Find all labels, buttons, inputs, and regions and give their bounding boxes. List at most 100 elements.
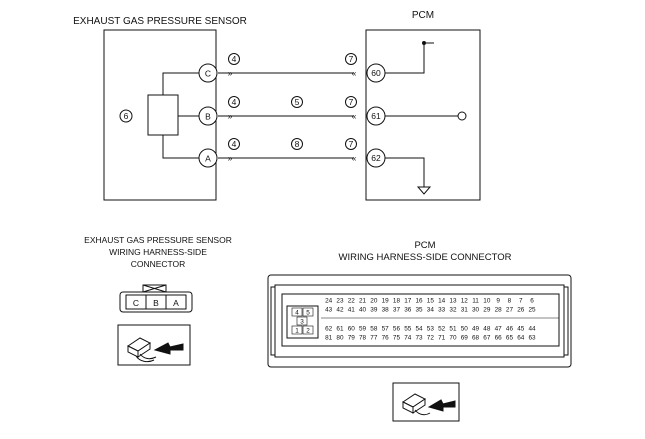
pcm-connector-pin: 51 [449, 326, 457, 333]
pcm-connector-pin: 29 [483, 307, 491, 314]
pcm-connector-pin: 43 [325, 307, 333, 314]
pcm-connector-pin: 21 [359, 298, 367, 305]
pcm-connector-pin: 46 [506, 326, 514, 333]
pcm-connector-pin: 69 [461, 335, 469, 342]
sensor-connector-caption-line-1: EXHAUST GAS PRESSURE SENSOR [84, 235, 232, 245]
pcm-connector-pin: 63 [528, 335, 536, 342]
pcm-connector-pin: 80 [336, 335, 344, 342]
pcm-connector-pin: 9 [496, 298, 500, 305]
sensor-ref-number: 6 [124, 111, 129, 121]
sensor-connector-pin: B [153, 298, 159, 308]
pcm-connector-pin: 30 [472, 307, 480, 314]
pcm-small-block-pin: 5 [306, 310, 310, 317]
pcm-connector-face [267, 274, 572, 368]
sensor-connector-pin: C [133, 298, 139, 308]
sensor-connector-caption-line-3: CONNECTOR [131, 259, 186, 269]
sensor-connector-caption-line-2: WIRING HARNESS-SIDE [109, 247, 207, 257]
pcm-connector-pin: 12 [461, 298, 469, 305]
pcm-connector-pin: 26 [517, 307, 525, 314]
harness-view-icon-pcm [392, 382, 460, 422]
pcm-connector-pin: 27 [506, 307, 514, 314]
pcm-connector-pin: 67 [483, 335, 491, 342]
sensor-ref-number: 4 [232, 139, 237, 149]
pcm-connector-pin: 72 [427, 335, 435, 342]
pcm-connector-pin: 47 [495, 326, 503, 333]
sensor-connector-pin: A [173, 298, 179, 308]
sensor-ref-circle [228, 96, 240, 108]
pcm-connector-pin: 44 [528, 326, 536, 333]
pcm-connector-pin: 58 [370, 326, 378, 333]
pcm-connector-pin: 35 [415, 307, 423, 314]
pcm-connector-pin: 20 [370, 298, 378, 305]
pcm-connector-pin: 23 [336, 298, 344, 305]
sensor-internal-wiring [162, 72, 200, 159]
pcm-terminal [366, 63, 386, 83]
pcm-connector-pin: 31 [461, 307, 469, 314]
pcm-small-block-cell [302, 325, 314, 335]
pcm-connector-pin: 38 [382, 307, 390, 314]
pcm-small-block-cell [291, 325, 303, 335]
pcm-connector-pin: 15 [427, 298, 435, 305]
pcm-connector-pin: 54 [415, 326, 423, 333]
wire-ref-number: 5 [295, 97, 300, 107]
pcm-small-block-pin: 1 [295, 328, 299, 335]
sensor-terminal-label: C [205, 69, 211, 79]
pcm-terminal [366, 106, 386, 126]
pcm-connector-pin: 41 [348, 307, 356, 314]
pcm-connector-pin: 32 [449, 307, 457, 314]
sensor-terminal [198, 106, 218, 126]
pcm-connector-pin: 77 [370, 335, 378, 342]
pcm-internal-wiring [385, 41, 467, 195]
pcm-connector-mark: « [352, 68, 357, 78]
pcm-connector-pin: 78 [359, 335, 367, 342]
pcm-connector-pin: 68 [472, 335, 480, 342]
pcm-terminal-label: 60 [371, 68, 381, 78]
pcm-connector-pin: 39 [370, 307, 378, 314]
pcm-connector-pin: 13 [449, 298, 457, 305]
pcm-small-block-cell [302, 307, 314, 317]
pcm-connector-pin: 79 [348, 335, 356, 342]
pcm-small-block-cell [291, 307, 303, 317]
pcm-connector-pin: 7 [519, 298, 523, 305]
pcm-connector-pin: 53 [427, 326, 435, 333]
pcm-connector-pin: 14 [438, 298, 446, 305]
sensor-terminal-label: A [205, 154, 211, 164]
pcm-connector-pin: 62 [325, 326, 333, 333]
sensor-ref-circle [119, 109, 133, 123]
pcm-connector-pin: 73 [415, 335, 423, 342]
pcm-small-block-cell [296, 316, 308, 326]
pcm-connector-pin: 49 [472, 326, 480, 333]
pcm-connector-mark: « [352, 111, 357, 121]
pcm-connector-pin: 61 [336, 326, 344, 333]
sensor-ref-number: 4 [232, 97, 237, 107]
wire-ref-circle [291, 96, 303, 108]
pcm-terminal [366, 148, 386, 168]
pcm-connector-pin: 19 [382, 298, 390, 305]
pcm-connector-pin: 48 [483, 326, 491, 333]
pcm-ref-circle [345, 96, 357, 108]
sensor-terminal [198, 148, 218, 168]
pcm-small-block-pin: 4 [295, 310, 299, 317]
pcm-connector-pin: 45 [517, 326, 525, 333]
pcm-connector-pin: 81 [325, 335, 333, 342]
sensor-terminal-label: B [205, 112, 211, 122]
pcm-connector-pin: 59 [359, 326, 367, 333]
pcm-connector-pin: 75 [393, 335, 401, 342]
wire-ref-number: 8 [295, 139, 300, 149]
sensor-ref-number: 4 [232, 54, 237, 64]
sensor-connector-mark: » [228, 111, 233, 121]
sensor-connector-caption: EXHAUST GAS PRESSURE SENSOR WIRING HARNE… [84, 235, 232, 269]
pcm-terminal-label: 61 [371, 111, 381, 121]
pcm-connector-caption: PCM WIRING HARNESS-SIDE CONNECTOR [339, 240, 512, 263]
sensor-ref-circle [228, 138, 240, 150]
pcm-connector-pin: 37 [393, 307, 401, 314]
pcm-connector-pin: 60 [348, 326, 356, 333]
pcm-ref-circle [345, 53, 357, 65]
pcm-title: PCM [412, 10, 434, 21]
pcm-ref-number: 7 [349, 97, 354, 107]
pcm-connector-pin: 16 [415, 298, 423, 305]
pcm-connector-pin: 24 [325, 298, 333, 305]
pcm-connector-pin: 52 [438, 326, 446, 333]
